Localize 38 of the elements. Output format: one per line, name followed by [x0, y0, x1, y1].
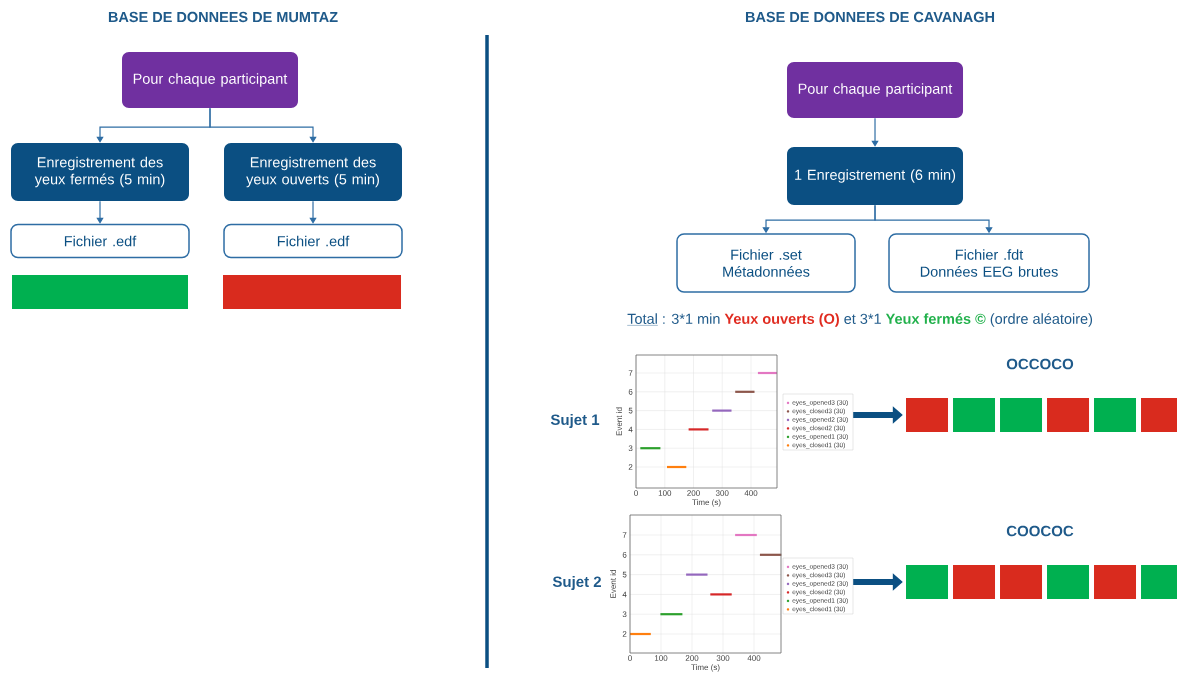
file-box: Fichier .edf	[10, 223, 190, 259]
section-title: BASE DE DONNEES DE MUMTAZ	[108, 11, 338, 23]
label: et 3*1	[844, 313, 881, 324]
arrow	[871, 117, 879, 147]
axis-label: Time (s)	[692, 499, 721, 507]
sequence-code: COOCOC	[1006, 525, 1074, 537]
label: : 3*1 min	[663, 313, 720, 324]
process-box: Enregistrement des yeux fermés (5 min)	[11, 143, 189, 201]
subject-label: Sujet 1	[550, 414, 600, 428]
process-box: Enregistrement des yeux ouverts (5 min)	[224, 143, 402, 201]
tick-label: 200	[687, 490, 700, 496]
color-bar	[223, 275, 401, 309]
arrow	[96, 200, 104, 224]
section-title: BASE DE DONNEES DE CAVANAGH	[745, 11, 995, 23]
arrow	[209, 107, 317, 143]
sequence-code: OCCOCO	[1006, 358, 1074, 370]
tick-label: 0	[634, 490, 638, 496]
label: (ordre aléatoire)	[990, 313, 1093, 327]
label: Yeux ouverts (O)	[724, 313, 839, 327]
tick-label: 100	[658, 490, 672, 496]
file-box: Fichier .edf	[223, 223, 403, 259]
process-box: 1 Enregistrement (6 min)	[787, 147, 963, 205]
axis-label: Time (s)	[691, 664, 720, 672]
label: Total	[627, 313, 657, 324]
axis-label: Event id	[610, 570, 616, 598]
file-box: Fichier .fdt Données EEG brutes	[888, 233, 1090, 293]
color-bar	[12, 275, 188, 309]
tick-label: 0	[628, 655, 632, 661]
process-box: Pour chaque participant	[787, 62, 963, 118]
tick-label: 300	[715, 490, 729, 496]
axis-label: Event id	[616, 407, 622, 436]
arrow	[309, 200, 317, 224]
label: Yeux fermés ©	[885, 313, 986, 324]
subject-label: Sujet 2	[552, 576, 601, 590]
total-note: Total : 3*1 min Yeux ouverts (O) et 3*1 Yeux fermés © (ordre aléatoire)	[627, 313, 1093, 327]
tick-label: 400	[744, 490, 758, 496]
process-box: Pour chaque participant	[122, 52, 298, 108]
file-box: Fichier .set Métadonnées	[676, 233, 856, 293]
